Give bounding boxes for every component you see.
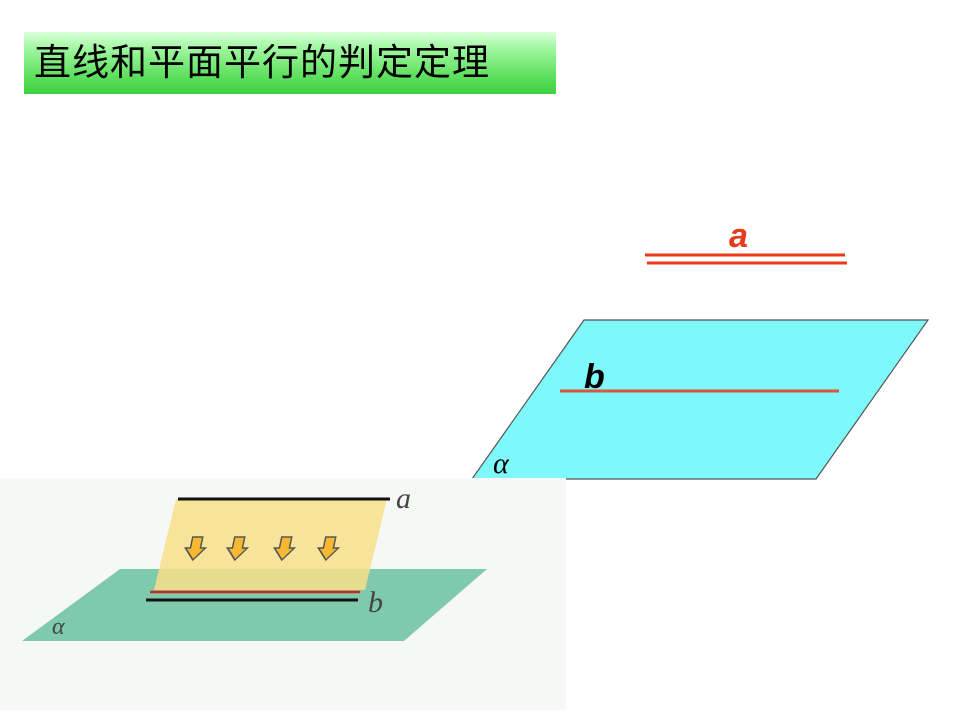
title-banner: 直线和平面平行的判定定理 xyxy=(24,32,556,94)
down-arrow-icon xyxy=(183,536,208,562)
left-projection-band xyxy=(154,499,387,590)
down-arrow-icon xyxy=(272,536,297,562)
right-plane-label: α xyxy=(493,447,510,480)
down-arrow-icon xyxy=(316,536,341,562)
page-title: 直线和平面平行的判定定理 xyxy=(34,41,490,84)
left-arrows xyxy=(183,536,341,562)
left-diagram: a b α xyxy=(0,478,566,710)
right-line-b-label: b xyxy=(584,358,605,396)
left-line-a-label: a xyxy=(396,482,411,515)
right-diagram: a b α xyxy=(470,217,930,480)
left-plane-label: α xyxy=(52,614,65,640)
down-arrow-icon xyxy=(225,536,250,562)
left-line-b-label: b xyxy=(368,586,383,619)
right-line-a-label: a xyxy=(729,217,748,255)
right-plane-alpha xyxy=(470,319,930,480)
left-plane-alpha xyxy=(22,569,487,641)
